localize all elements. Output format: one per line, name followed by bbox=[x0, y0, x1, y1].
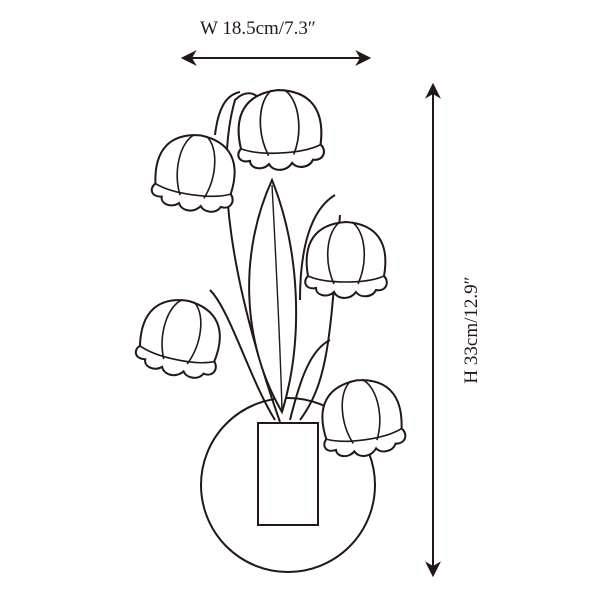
height-label: H 33cm/12.9″ bbox=[461, 276, 482, 384]
flower-shade-mid-left bbox=[131, 291, 230, 385]
flower-shade-bottom-right bbox=[315, 373, 409, 463]
central-leaf bbox=[248, 177, 336, 415]
flower-shade-mid-right bbox=[304, 221, 388, 299]
width-label: W 18.5cm/7.3″ bbox=[200, 18, 316, 39]
flower-shade-top bbox=[233, 86, 326, 174]
